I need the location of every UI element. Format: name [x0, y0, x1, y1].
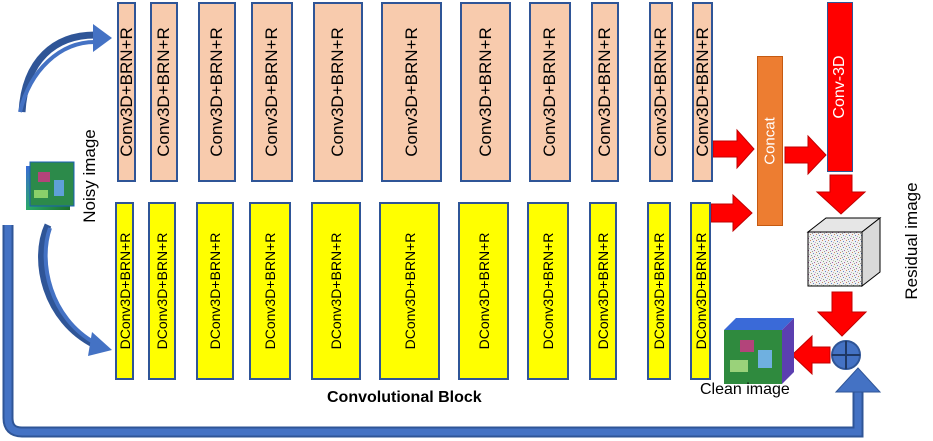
conv3d-block-11: Conv3D+BRN+R — [692, 2, 713, 182]
dconv3d-block-4: DConv3D+BRN+R — [249, 202, 291, 380]
conv3d-block-7: Conv3D+BRN+R — [460, 2, 511, 182]
noisy-image-thumbnail — [26, 161, 75, 210]
dconv3d-block-8: DConv3D+BRN+R — [527, 202, 569, 380]
conv3d-block-5: Conv3D+BRN+R — [313, 2, 363, 182]
conv3d-block-10: Conv3D+BRN+R — [649, 2, 673, 182]
conv3d-block-2: Conv3D+BRN+R — [150, 2, 178, 182]
curved-arrow-to-dconv-branch — [38, 223, 112, 356]
arrow-concat-to-conv3d — [784, 134, 827, 176]
conv3d-output-block: Conv-3D — [827, 2, 853, 172]
sum-node-icon — [831, 340, 861, 370]
convolutional-block-label: Convolutional Block — [327, 389, 482, 406]
dconv3d-block-2: DConv3D+BRN+R — [148, 202, 176, 380]
concat-block: Concat — [757, 56, 783, 226]
dconv3d-block-11: DConv3D+BRN+R — [690, 202, 711, 380]
conv3d-block-8: Conv3D+BRN+R — [529, 2, 571, 182]
arrow-residual-to-sum — [816, 291, 868, 337]
conv3d-block-1: Conv3D+BRN+R — [117, 2, 136, 182]
dconv3d-block-9: DConv3D+BRN+R — [589, 202, 617, 380]
residual-noise-cube — [806, 216, 882, 288]
dconv3d-block-6: DConv3D+BRN+R — [379, 202, 440, 380]
dconv3d-block-3: DConv3D+BRN+R — [196, 202, 234, 380]
clean-image-thumbnail — [724, 318, 794, 384]
dconv3d-block-1: DConv3D+BRN+R — [115, 202, 134, 380]
arrow-conv-to-concat — [712, 128, 755, 170]
conv3d-block-3: Conv3D+BRN+R — [198, 2, 236, 182]
dconv3d-block-10: DConv3D+BRN+R — [647, 202, 671, 380]
curved-arrow-to-conv-branch — [18, 24, 112, 113]
arrow-conv3d-to-residual — [815, 174, 867, 215]
conv3d-block-6: Conv3D+BRN+R — [381, 2, 442, 182]
conv3d-block-9: Conv3D+BRN+R — [591, 2, 619, 182]
residual-image-label: Residual image — [902, 182, 921, 300]
arrow-dconv-to-concat — [710, 193, 753, 233]
dconv3d-block-5: DConv3D+BRN+R — [311, 202, 361, 380]
noisy-image-label: Noisy image — [80, 129, 99, 223]
arrow-sum-to-clean — [791, 334, 831, 376]
skip-connection-arrow — [2, 225, 882, 438]
clean-image-label: Clean image — [700, 381, 790, 398]
dconv3d-block-7: DConv3D+BRN+R — [458, 202, 509, 380]
conv3d-block-4: Conv3D+BRN+R — [251, 2, 293, 182]
